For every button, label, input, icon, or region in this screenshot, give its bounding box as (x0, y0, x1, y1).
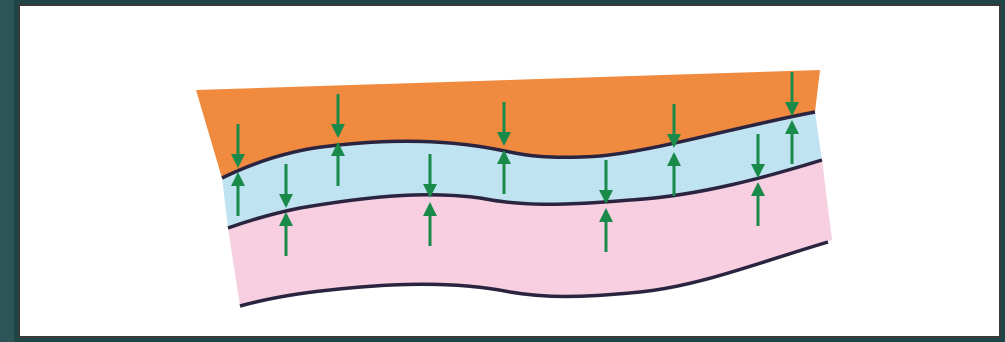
layer-diagram (0, 0, 1005, 342)
